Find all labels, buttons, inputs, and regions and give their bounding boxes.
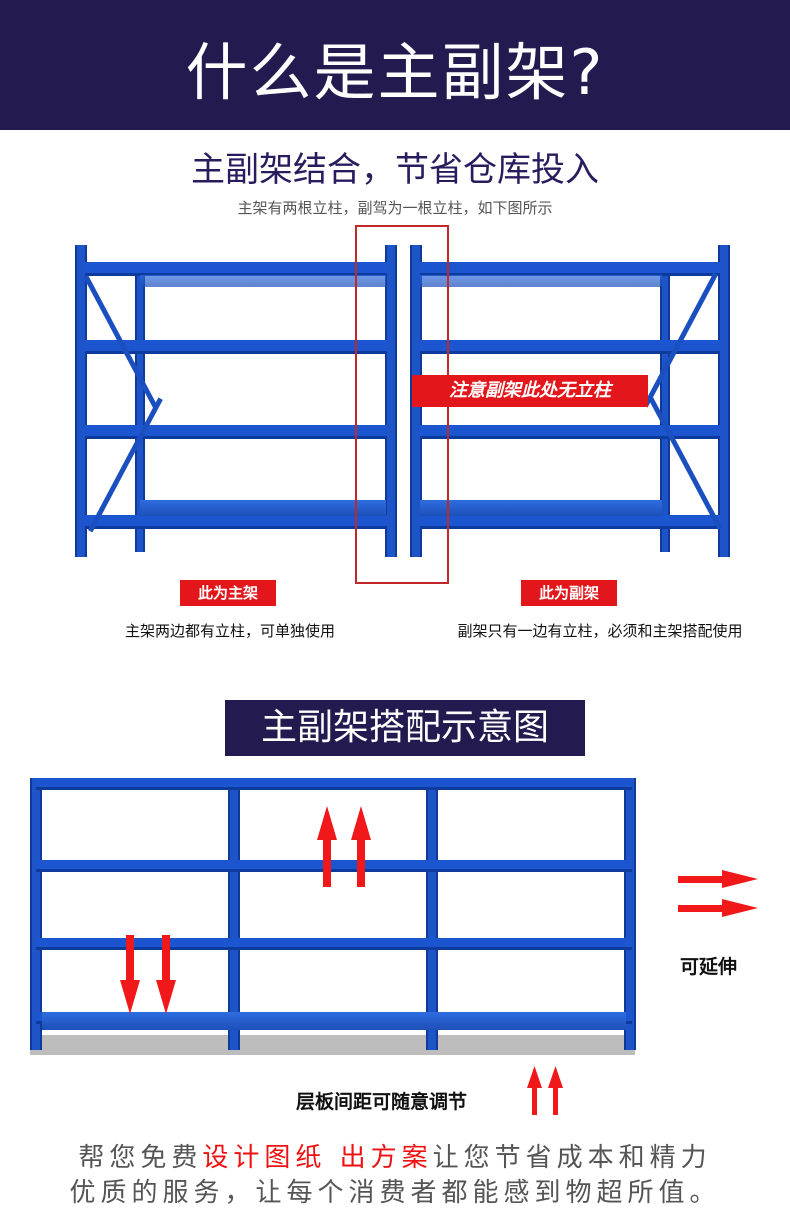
note-label: 注意副架此处无立柱 — [412, 375, 648, 407]
right-arrow-icon — [678, 899, 758, 917]
rack-post — [385, 245, 397, 557]
shelf-deck — [42, 1012, 626, 1030]
rack-post — [75, 245, 87, 557]
shelf-beam — [36, 938, 632, 950]
shelf-beam — [36, 860, 632, 872]
shelf-beam — [85, 340, 387, 354]
rack-post — [624, 778, 636, 1050]
main-rack-caption: 主架两边都有立柱，可单独使用 — [124, 622, 335, 640]
up-arrow-icon — [527, 1066, 542, 1115]
section-title: 主副架搭配示意图 — [225, 700, 585, 756]
shelf-beam — [85, 515, 387, 529]
rack-post — [426, 778, 438, 1050]
footer-highlight: 设计图纸 出方案 — [202, 1143, 433, 1173]
sub-rack-caption: 副架只有一边有立柱，必须和主架搭配使用 — [457, 622, 743, 640]
up-arrow-icon — [548, 1066, 563, 1115]
up-arrow-icon — [351, 806, 371, 887]
footer-text: 帮您免费 — [78, 1143, 203, 1173]
extend-label: 可延伸 — [680, 956, 738, 978]
shelf-beam — [420, 515, 720, 529]
rack-post — [228, 778, 240, 1050]
footer-line-1: 帮您免费设计图纸 出方案让您节省成本和精力 — [0, 1137, 790, 1174]
intro-description: 主架有两根立柱，副驾为一根立柱，如下图所示 — [237, 199, 553, 217]
shelf-beam — [420, 262, 720, 276]
header-banner — [0, 0, 790, 130]
rack-post — [30, 778, 42, 1050]
footer-text: 让您节省成本和精力 — [432, 1143, 712, 1173]
shelf-deck — [140, 500, 386, 516]
down-arrow-icon — [156, 935, 176, 1014]
shelf-deck — [420, 500, 662, 516]
rack-post — [718, 245, 730, 557]
down-arrow-icon — [120, 935, 140, 1014]
shelf-beam — [85, 425, 387, 439]
right-arrow-icon — [678, 870, 758, 888]
main-rack-tag: 此为主架 — [180, 580, 276, 606]
shelf-beam — [420, 425, 720, 439]
shelf-beam — [85, 262, 387, 276]
rack-post — [660, 262, 670, 552]
intro-headline: 主副架结合，节省仓库投入 — [191, 150, 599, 190]
shelf-beam — [36, 778, 632, 790]
sub-rack-tag: 此为副架 — [521, 580, 617, 606]
page-title: 什么是主副架? — [185, 36, 605, 109]
footer-line-2: 优质的服务，让每个消费者都能感到物超所值。 — [69, 1178, 721, 1208]
adjust-label: 层板间距可随意调节 — [296, 1091, 468, 1113]
rack-post — [135, 262, 145, 552]
shelf-deck — [140, 275, 386, 287]
up-arrow-icon — [317, 806, 337, 887]
shelf-deck — [420, 275, 662, 287]
shelf-beam — [420, 340, 720, 354]
floor-shadow — [30, 1035, 635, 1055]
